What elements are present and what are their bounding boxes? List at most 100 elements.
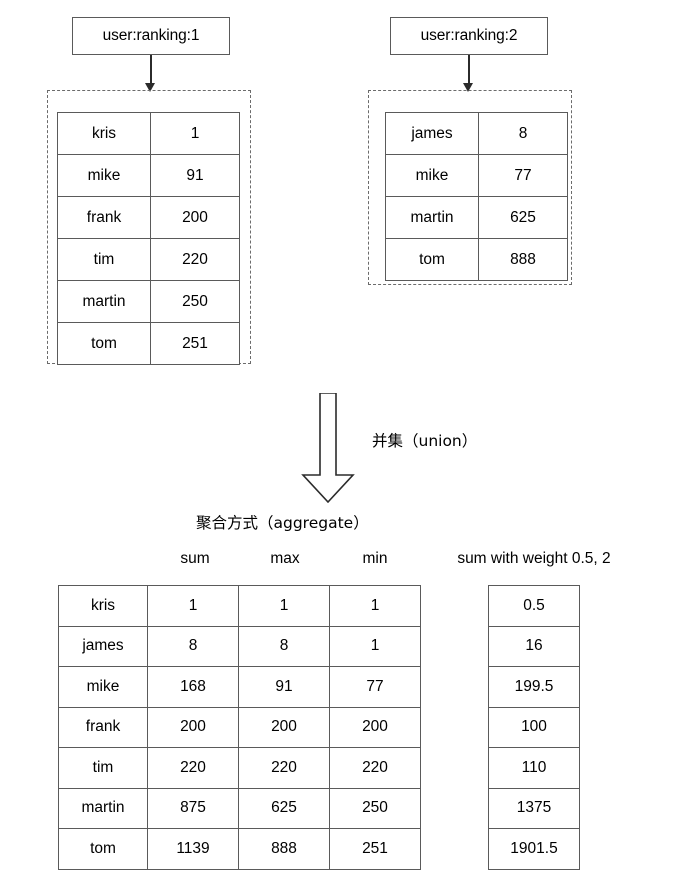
cell-max: 625 xyxy=(238,787,330,829)
key-box-label: user:ranking:1 xyxy=(102,27,200,44)
table-body: james 8 mike 77 martin 625 tom 888 xyxy=(385,112,568,281)
cell-user: mike xyxy=(57,154,151,197)
cell-user: kris xyxy=(58,585,148,627)
table-row: kris 1 xyxy=(57,112,240,155)
union-label: 并集（union） xyxy=(372,432,478,450)
key-box-user-ranking-1: user:ranking:1 xyxy=(72,17,230,55)
table-row: mike 77 xyxy=(385,154,568,197)
cell-user: martin xyxy=(385,196,479,239)
cell-min: 251 xyxy=(329,828,421,870)
table-row: 16 xyxy=(488,625,580,667)
cell-max: 200 xyxy=(238,706,330,748)
table-row: frank 200 xyxy=(57,196,240,239)
cell-min: 1 xyxy=(329,625,421,667)
table-row: tim 220 220 220 xyxy=(58,747,421,789)
table-row: martin 250 xyxy=(57,280,240,323)
cell-min: 77 xyxy=(329,666,421,708)
union-block-arrow xyxy=(301,393,355,503)
table-row: martin 875 625 250 xyxy=(58,787,421,829)
cell-score: 200 xyxy=(150,196,240,239)
column-header-weighted: sum with weight 0.5, 2 xyxy=(457,550,611,567)
table-row: james 8 8 1 xyxy=(58,625,421,667)
table-body: kris 1 mike 91 frank 200 tim 220 martin … xyxy=(57,112,240,365)
key-box-label: user:ranking:2 xyxy=(420,27,518,44)
cell-max: 220 xyxy=(238,747,330,789)
table-user-ranking-2: james 8 mike 77 martin 625 tom 888 xyxy=(385,112,568,281)
table-weighted-sum: 0.5 16 199.5 100 110 1375 1901.5 xyxy=(488,585,580,870)
column-header-min: min xyxy=(362,550,388,567)
column-header-sum: sum xyxy=(180,550,210,567)
table-row: mike 168 91 77 xyxy=(58,666,421,708)
cell-user: james xyxy=(58,625,148,667)
cell-user: martin xyxy=(58,787,148,829)
table-row: tom 888 xyxy=(385,238,568,281)
table-row: martin 625 xyxy=(385,196,568,239)
cell-user: tom xyxy=(385,238,479,281)
cell-score: 250 xyxy=(150,280,240,323)
cell-sum: 1 xyxy=(147,585,239,627)
cell-sum: 168 xyxy=(147,666,239,708)
table-row: 0.5 xyxy=(488,585,580,627)
cell-user: tom xyxy=(57,322,151,365)
cell-user: tim xyxy=(58,747,148,789)
table-row: frank 200 200 200 xyxy=(58,706,421,748)
table-row: 100 xyxy=(488,706,580,748)
cell-min: 200 xyxy=(329,706,421,748)
column-header-max: max xyxy=(270,550,300,567)
cell-min: 1 xyxy=(329,585,421,627)
cell-score: 888 xyxy=(478,238,568,281)
arrow-down-to-table-1 xyxy=(143,55,159,92)
cell-user: frank xyxy=(58,706,148,748)
cell-max: 1 xyxy=(238,585,330,627)
table-row: tim 220 xyxy=(57,238,240,281)
table-user-ranking-1: kris 1 mike 91 frank 200 tim 220 martin … xyxy=(57,112,240,365)
cell-user: mike xyxy=(385,154,479,197)
cell-score: 1 xyxy=(150,112,240,155)
cell-score: 625 xyxy=(478,196,568,239)
table-row: 1901.5 xyxy=(488,828,580,870)
cell-max: 8 xyxy=(238,625,330,667)
table-body: 0.5 16 199.5 100 110 1375 1901.5 xyxy=(488,585,580,870)
cell-weighted: 100 xyxy=(488,706,580,748)
cell-min: 250 xyxy=(329,787,421,829)
arrow-down-to-table-2 xyxy=(461,55,477,92)
table-row: tom 251 xyxy=(57,322,240,365)
table-row: tom 1139 888 251 xyxy=(58,828,421,870)
table-row: james 8 xyxy=(385,112,568,155)
cell-weighted: 199.5 xyxy=(488,666,580,708)
aggregate-label: 聚合方式（aggregate） xyxy=(196,514,369,532)
cell-sum: 220 xyxy=(147,747,239,789)
cell-user: james xyxy=(385,112,479,155)
table-body: kris 1 1 1 james 8 8 1 mike 168 91 77 fr… xyxy=(58,585,421,870)
key-box-user-ranking-2: user:ranking:2 xyxy=(390,17,548,55)
table-aggregate-results: kris 1 1 1 james 8 8 1 mike 168 91 77 fr… xyxy=(58,585,421,870)
table-row: kris 1 1 1 xyxy=(58,585,421,627)
cell-score: 251 xyxy=(150,322,240,365)
cell-sum: 8 xyxy=(147,625,239,667)
cell-max: 91 xyxy=(238,666,330,708)
cell-min: 220 xyxy=(329,747,421,789)
cell-weighted: 1375 xyxy=(488,787,580,829)
cell-weighted: 110 xyxy=(488,747,580,789)
cell-weighted: 16 xyxy=(488,625,580,667)
cell-user: martin xyxy=(57,280,151,323)
table-row: 110 xyxy=(488,747,580,789)
table-row: mike 91 xyxy=(57,154,240,197)
cell-max: 888 xyxy=(238,828,330,870)
cell-user: tom xyxy=(58,828,148,870)
cell-user: frank xyxy=(57,196,151,239)
group-box-ranking-2 xyxy=(368,90,572,285)
cell-user: mike xyxy=(58,666,148,708)
cell-sum: 875 xyxy=(147,787,239,829)
cell-weighted: 0.5 xyxy=(488,585,580,627)
cell-score: 8 xyxy=(478,112,568,155)
table-row: 1375 xyxy=(488,787,580,829)
cell-sum: 1139 xyxy=(147,828,239,870)
table-row: 199.5 xyxy=(488,666,580,708)
cell-user: tim xyxy=(57,238,151,281)
cell-sum: 200 xyxy=(147,706,239,748)
cell-user: kris xyxy=(57,112,151,155)
cell-weighted: 1901.5 xyxy=(488,828,580,870)
cell-score: 77 xyxy=(478,154,568,197)
cell-score: 91 xyxy=(150,154,240,197)
